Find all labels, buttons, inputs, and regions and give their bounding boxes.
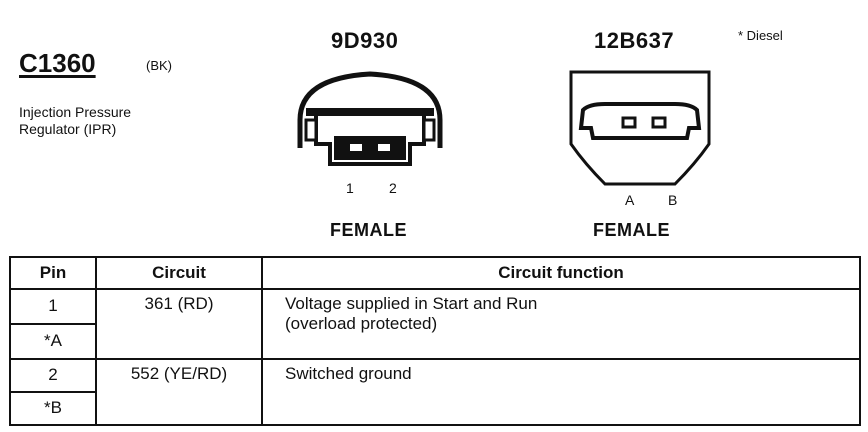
gender-label-12b637: FEMALE <box>593 220 670 240</box>
function-cell: Switched ground <box>261 357 861 426</box>
connector-diagram-9d930 <box>297 71 443 166</box>
table-row: 1 361 (RD) Voltage supplied in Start and… <box>9 288 861 360</box>
function-text: Switched ground <box>285 363 412 383</box>
header-circuit-function: Circuit function <box>261 256 861 290</box>
pin-label-1: 1 <box>346 180 354 196</box>
connector-id: C1360 <box>19 48 96 78</box>
circuit-cell: 552 (YE/RD) <box>95 357 263 426</box>
function-cell: Voltage supplied in Start and Run (overl… <box>261 288 861 360</box>
pin-label-b: B <box>668 192 678 208</box>
pin-label-a: A <box>625 192 635 208</box>
circuit-cell: 361 (RD) <box>95 288 263 360</box>
connector-color-code: (BK) <box>146 58 172 73</box>
pin-table: Pin Circuit Circuit function 1 361 (RD) … <box>9 256 861 427</box>
table-header-row: Pin Circuit Circuit function <box>9 256 861 290</box>
header-pin: Pin <box>9 256 97 290</box>
pin-cell: *B <box>9 390 97 427</box>
connector-diagram-12b637 <box>569 70 711 186</box>
connector-description: Injection Pressure Regulator (IPR) <box>19 104 132 137</box>
part-number-9d930: 9D930 <box>331 28 399 53</box>
diesel-note: * Diesel <box>738 28 783 43</box>
table-row: *B <box>9 390 860 427</box>
table-row: 2 552 (YE/RD) Switched ground <box>9 357 861 426</box>
pin-cell: 2 <box>9 357 97 393</box>
table-row: *A <box>9 322 860 360</box>
part-number-12b637: 12B637 <box>594 28 675 53</box>
pin-cell: 1 <box>9 288 97 325</box>
pin-label-2: 2 <box>389 180 397 196</box>
gender-label-9d930: FEMALE <box>330 220 407 240</box>
pin-cell: *A <box>9 322 97 360</box>
header-circuit: Circuit <box>95 256 263 290</box>
function-text: Voltage supplied in Start and Run (overl… <box>285 294 538 333</box>
